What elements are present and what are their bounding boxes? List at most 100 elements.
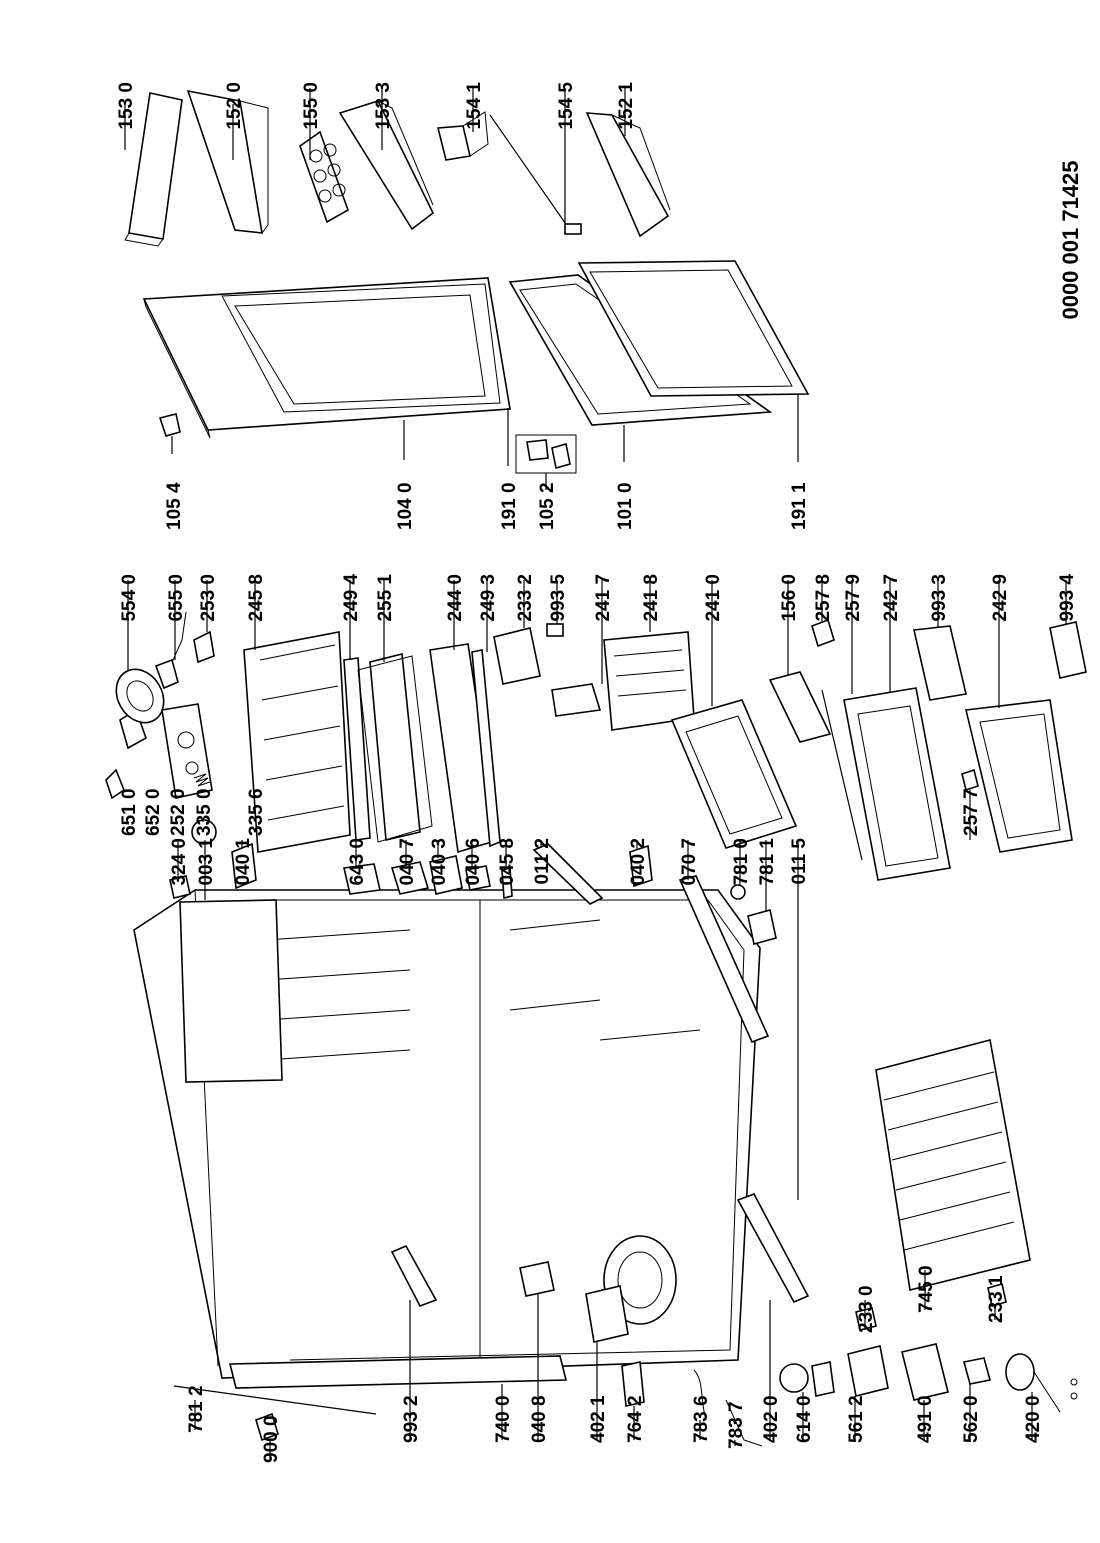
label-781-2: 781 2	[186, 1385, 207, 1433]
part-993-3-cover	[913, 625, 967, 701]
label-245-8: 245 8	[246, 574, 267, 622]
label-253-0: 253 0	[198, 574, 219, 622]
label-040-8: 040 8	[529, 1395, 550, 1443]
part-257-8-clip	[811, 618, 835, 648]
label-242-9: 242 9	[990, 574, 1011, 622]
part-241-0-freezer-drawer	[670, 699, 798, 849]
label-643-0: 643 0	[347, 838, 368, 886]
label-652-0: 652 0	[143, 788, 164, 836]
part-257-9-rod	[821, 689, 863, 861]
part-324-0-cap	[169, 875, 191, 899]
label-614-0: 614 0	[794, 1395, 815, 1443]
part-781-1-grille	[747, 909, 777, 945]
part-249-3-shelf-trim	[471, 649, 501, 848]
part-993-2-probe	[390, 1244, 438, 1307]
part-104-0-upper-door	[142, 277, 511, 431]
part-783-7-wire	[725, 1399, 763, 1447]
part-249-4-shelf-trim	[343, 657, 371, 841]
label-242-7: 242 7	[881, 574, 902, 622]
label-011-2: 011 2	[532, 838, 553, 885]
label-040-2: 040 2	[628, 838, 649, 886]
label-233-0: 233 0	[856, 1285, 877, 1333]
label-257-9: 257 9	[843, 574, 864, 622]
label-783-6: 783 6	[691, 1395, 712, 1443]
doors-group	[142, 260, 810, 474]
label-402-1: 402 1	[588, 1395, 609, 1443]
label-241-7: 241 7	[593, 574, 614, 622]
part-155-0-egg-tray	[299, 130, 349, 224]
part-105-2-hinge	[526, 439, 549, 461]
door-bins-group	[124, 89, 671, 247]
label-152-0: 152 0	[224, 82, 245, 130]
part-152-1-lower-bin	[585, 112, 670, 238]
label-561-2: 561 2	[846, 1395, 867, 1443]
part-040-6-plate	[465, 865, 491, 891]
label-040-1: 040 1	[233, 838, 254, 886]
label-105-4: 105 4	[164, 482, 185, 530]
label-651-0: 651 0	[119, 788, 140, 836]
part-335-0-knob	[191, 819, 217, 845]
part-783-6-tube	[693, 1369, 707, 1421]
label-335-6: 335 6	[246, 788, 267, 836]
label-011-5: 011 5	[789, 838, 810, 885]
part-156-0-ice-tray	[768, 671, 832, 743]
label-244-0: 244 0	[445, 574, 466, 622]
part-745-0-condenser	[875, 1039, 1031, 1291]
label-233-2: 233 2	[515, 574, 536, 622]
label-191-0: 191 0	[499, 482, 520, 530]
label-241-8: 241 8	[641, 574, 662, 622]
label-783-7: 783 7	[726, 1401, 747, 1449]
part-040-1-hinge	[231, 842, 257, 890]
part-781-2-rod	[173, 1385, 377, 1415]
label-040-3: 040 3	[429, 838, 450, 886]
part-003-1-top-trim	[179, 899, 283, 1083]
part-491-0-cover	[901, 1343, 949, 1401]
label-562-0: 562 0	[961, 1395, 982, 1443]
drawing-code: 0000 001 71425	[1058, 160, 1083, 319]
label-040-6: 040 6	[463, 838, 484, 886]
part-252-0-thermostat-housing	[161, 703, 213, 799]
label-655-0: 655 0	[166, 574, 187, 622]
part-233-0-clip	[855, 1307, 877, 1331]
label-105-2: 105 2	[537, 482, 558, 530]
label-070-7: 070 7	[679, 838, 700, 886]
leader-lines	[124, 88, 1067, 1460]
part-labels: 153 0 152 0 155 0 153 3 154 1 154 5 152 …	[116, 82, 1078, 1463]
label-154-5: 154 5	[556, 82, 577, 130]
label-993-5: 993 5	[548, 574, 569, 622]
label-191-1: 191 1	[789, 482, 810, 530]
part-011-5-rail	[736, 1193, 810, 1304]
label-745-0: 745 0	[916, 1265, 937, 1313]
part-245-8-wire-shelf	[243, 631, 351, 853]
part-257-7-clip	[961, 768, 979, 792]
part-040-3-hinge	[429, 855, 463, 895]
part-191-0-upper-gasket	[221, 283, 501, 413]
part-420-0-capacitor	[1005, 1353, 1035, 1391]
part-643-0-cover	[343, 863, 381, 895]
label-420-0: 420 0	[1023, 1395, 1044, 1443]
label-003-1: 003 1	[196, 838, 217, 886]
part-040-8-bracket	[519, 1261, 555, 1297]
part-255-1-glass-shelf	[369, 652, 421, 841]
label-402-0: 402 0	[761, 1395, 782, 1443]
label-255-1: 255 1	[375, 574, 396, 622]
part-764-2-filter	[621, 1361, 645, 1407]
part-191-1-lower-gasket	[577, 260, 810, 397]
part-335-6-spring	[193, 773, 211, 787]
part-781-0-grommet	[730, 884, 746, 900]
part-242-7-drawer	[843, 687, 951, 881]
label-104-0: 104 0	[395, 482, 416, 530]
label-764-2: 764 2	[625, 1395, 646, 1443]
part-105-4-hinge-cap	[158, 413, 181, 437]
part-045-8-pin	[501, 866, 513, 900]
label-152-1: 152 1	[616, 82, 637, 130]
part-993-5-cover	[546, 623, 564, 637]
label-993-3: 993 3	[929, 574, 950, 622]
part-561-2-starter	[847, 1345, 889, 1397]
label-257-7: 257 7	[961, 788, 982, 836]
part-233-2-flap	[493, 627, 541, 685]
part-040-2-hinge	[629, 844, 653, 888]
label-249-3: 249 3	[478, 574, 499, 622]
part-153-3-door-bin	[338, 100, 435, 231]
